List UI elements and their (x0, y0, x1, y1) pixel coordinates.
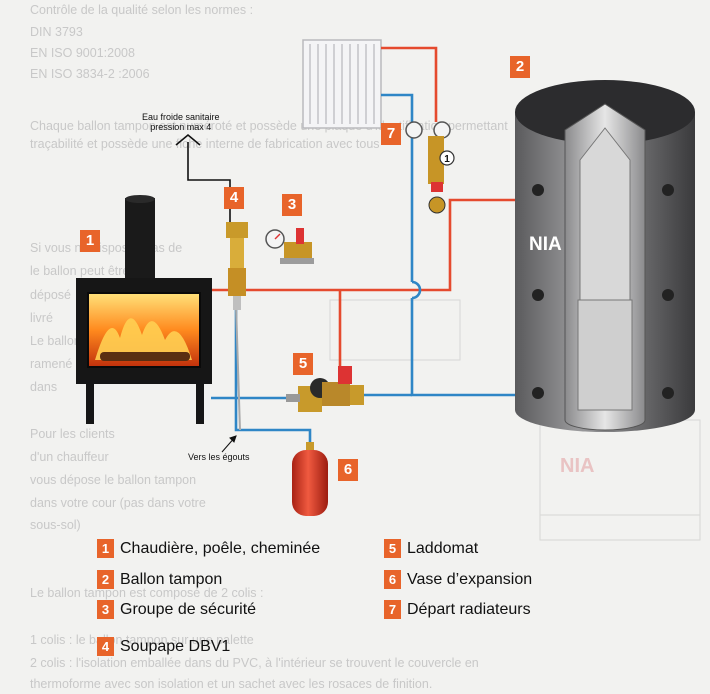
drain-line (235, 304, 241, 431)
badge-safety-group: 3 (282, 194, 302, 216)
dbv1-valve (226, 222, 248, 310)
legend-badge: 2 (97, 570, 114, 589)
badge-expansion-vessel: 6 (338, 459, 358, 481)
radiator (302, 39, 382, 129)
legend-item: 1 Chaudière, poêle, cheminée (97, 539, 320, 558)
bg-line: traçabilité et possède une fiche interne… (30, 137, 380, 151)
bg-line: 2 colis : l'isolation emballée dans du P… (30, 656, 479, 670)
bg-line: dans votre cour (pas dans votre (30, 496, 206, 510)
radiator-departure-group: 1 (405, 121, 455, 214)
drain-arrow (221, 435, 237, 453)
badge-tank: 2 (510, 56, 530, 78)
bg-line: 1 colis : le ballon tampon sur une palet… (30, 633, 254, 647)
wood-stove (76, 195, 212, 424)
legend-item: 4 Soupape DBV1 (97, 637, 230, 656)
cold-pipes (211, 93, 528, 446)
drain-callout: Vers les égouts (188, 452, 250, 462)
bg-line: le ballon peut être (30, 264, 130, 278)
safety-group (265, 228, 314, 264)
bg-line: Pour les clients (30, 427, 115, 441)
bg-line: dans (30, 380, 58, 394)
cold-water-inlet (175, 133, 231, 225)
bg-line: vous dépose le ballon tampon (30, 473, 197, 487)
bg-line: livré (30, 311, 53, 325)
badge-stove: 1 (80, 230, 100, 252)
bg-line: EN ISO 3834-2 :2006 (30, 67, 150, 81)
bg-line: ramené (30, 357, 73, 371)
cold-water-callout: Eau froide sanitaire pression max 4 (142, 112, 220, 132)
expansion-vessel (292, 442, 328, 516)
buffer-tank (515, 80, 695, 432)
legend-label: Chaudière, poêle, cheminée (120, 539, 321, 557)
badge-laddomat: 5 (293, 353, 313, 375)
legend-badge: 6 (384, 570, 401, 589)
badge-dbv1: 4 (224, 187, 244, 209)
badge-radiator-departure: 7 (381, 123, 401, 145)
tank-brand-label: NIA (529, 234, 562, 255)
legend-label: Ballon tampon (120, 570, 223, 588)
legend-badge: 1 (97, 539, 114, 558)
bg-line: Le ballon tampon est composé de 2 colis … (30, 586, 264, 600)
legend-label: Vase d’expansion (407, 570, 533, 588)
bg-line: d'un chauffeur (30, 450, 109, 464)
bg-line: Le ballon (30, 334, 81, 348)
legend-label: Groupe de sécurité (120, 600, 257, 618)
legend-item: 6 Vase d’expansion (384, 570, 532, 589)
legend-label: Soupape DBV1 (120, 637, 231, 655)
bg-line: EN ISO 9001:2008 (30, 46, 135, 60)
legend-item: 7 Départ radiateurs (384, 600, 531, 619)
legend-badge: 4 (97, 637, 114, 656)
bg-line: Contrôle de la qualité selon les normes … (30, 3, 254, 17)
ghost-nia-label: NIA (560, 455, 594, 477)
bg-line: déposé (30, 288, 72, 302)
legend-badge: 7 (384, 600, 401, 619)
laddomat-unit (286, 366, 364, 412)
legend-item: 5 Laddomat (384, 539, 478, 558)
legend-label: Laddomat (407, 539, 479, 557)
legend-badge: 5 (384, 539, 401, 558)
bg-line: DIN 3793 (30, 25, 83, 39)
legend-label: Départ radiateurs (407, 600, 531, 618)
legend-badge: 3 (97, 600, 114, 619)
gauge-number: 1 (444, 154, 450, 165)
bg-line: thermoforme avec son isolation et un sac… (30, 677, 433, 691)
legend-item: 3 Groupe de sécurité (97, 600, 256, 619)
bg-line: sous-sol) (30, 518, 81, 532)
legend-item: 2 Ballon tampon (97, 570, 222, 589)
